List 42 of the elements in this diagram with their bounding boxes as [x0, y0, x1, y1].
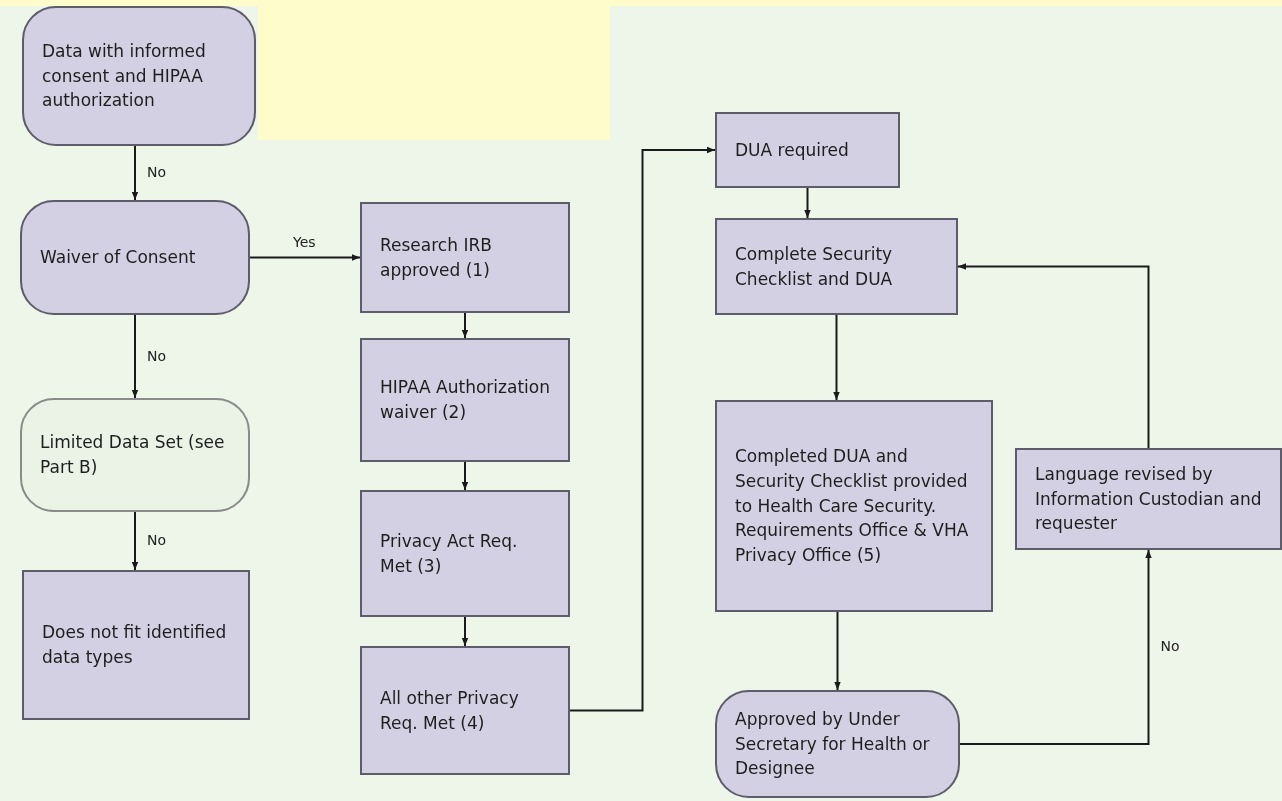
edge-label: No	[145, 532, 169, 548]
process-box	[360, 202, 570, 313]
step-text: Limited Data Set (see Part B)	[40, 431, 226, 479]
step-text: HIPAA Authorization waiver (2)	[380, 376, 550, 424]
connector-arrow	[569, 146, 716, 712]
step-text: Language revised by Information Custodian and requester	[1035, 463, 1262, 536]
process-box	[715, 112, 900, 188]
process-box	[22, 570, 250, 720]
edge-label: No	[145, 164, 169, 180]
connector-arrow	[131, 511, 139, 571]
process-box	[360, 646, 570, 775]
rounded-step-box	[20, 398, 250, 512]
connector-arrow	[804, 187, 811, 219]
step-text: Completed DUA and Security Checklist provided to Health Care Security. Requirements Office & VHA Privacy Office (5)	[735, 445, 970, 567]
connector-arrow	[959, 549, 1152, 745]
process-box	[360, 338, 570, 462]
rounded-step-box	[22, 6, 256, 146]
rounded-step-box	[715, 690, 960, 798]
connector-arrow	[249, 254, 361, 261]
step-text: Approved by Under Secretary for Health or Designee	[735, 708, 931, 781]
step-text: DUA required	[735, 138, 849, 162]
rounded-step-box	[20, 200, 250, 315]
step-text: Research IRB approved (1)	[380, 233, 493, 282]
process-box	[1015, 448, 1282, 550]
connector-arrow	[131, 145, 139, 201]
connector-arrow	[461, 461, 469, 491]
connector-arrow	[833, 314, 840, 401]
step-text: Data with informed consent and HIPAA authorization	[42, 40, 207, 113]
step-text: All other Privacy Req. Met (4)	[380, 686, 520, 735]
connector-arrow	[957, 263, 1150, 449]
step-text: Privacy Act Req. Met (3)	[380, 529, 519, 578]
process-box	[360, 490, 570, 617]
step-text: Does not fit identified data types	[42, 621, 228, 669]
step-text: Waiver of Consent	[40, 246, 196, 270]
connector-arrow	[461, 312, 469, 339]
process-box	[715, 400, 993, 612]
step-text: Complete Security Checklist and DUA	[735, 242, 894, 291]
connector-arrow	[834, 611, 841, 691]
edge-label: No	[1158, 638, 1182, 654]
process-box	[715, 218, 958, 315]
connector-arrow	[131, 314, 139, 399]
connector-arrow	[461, 616, 469, 647]
